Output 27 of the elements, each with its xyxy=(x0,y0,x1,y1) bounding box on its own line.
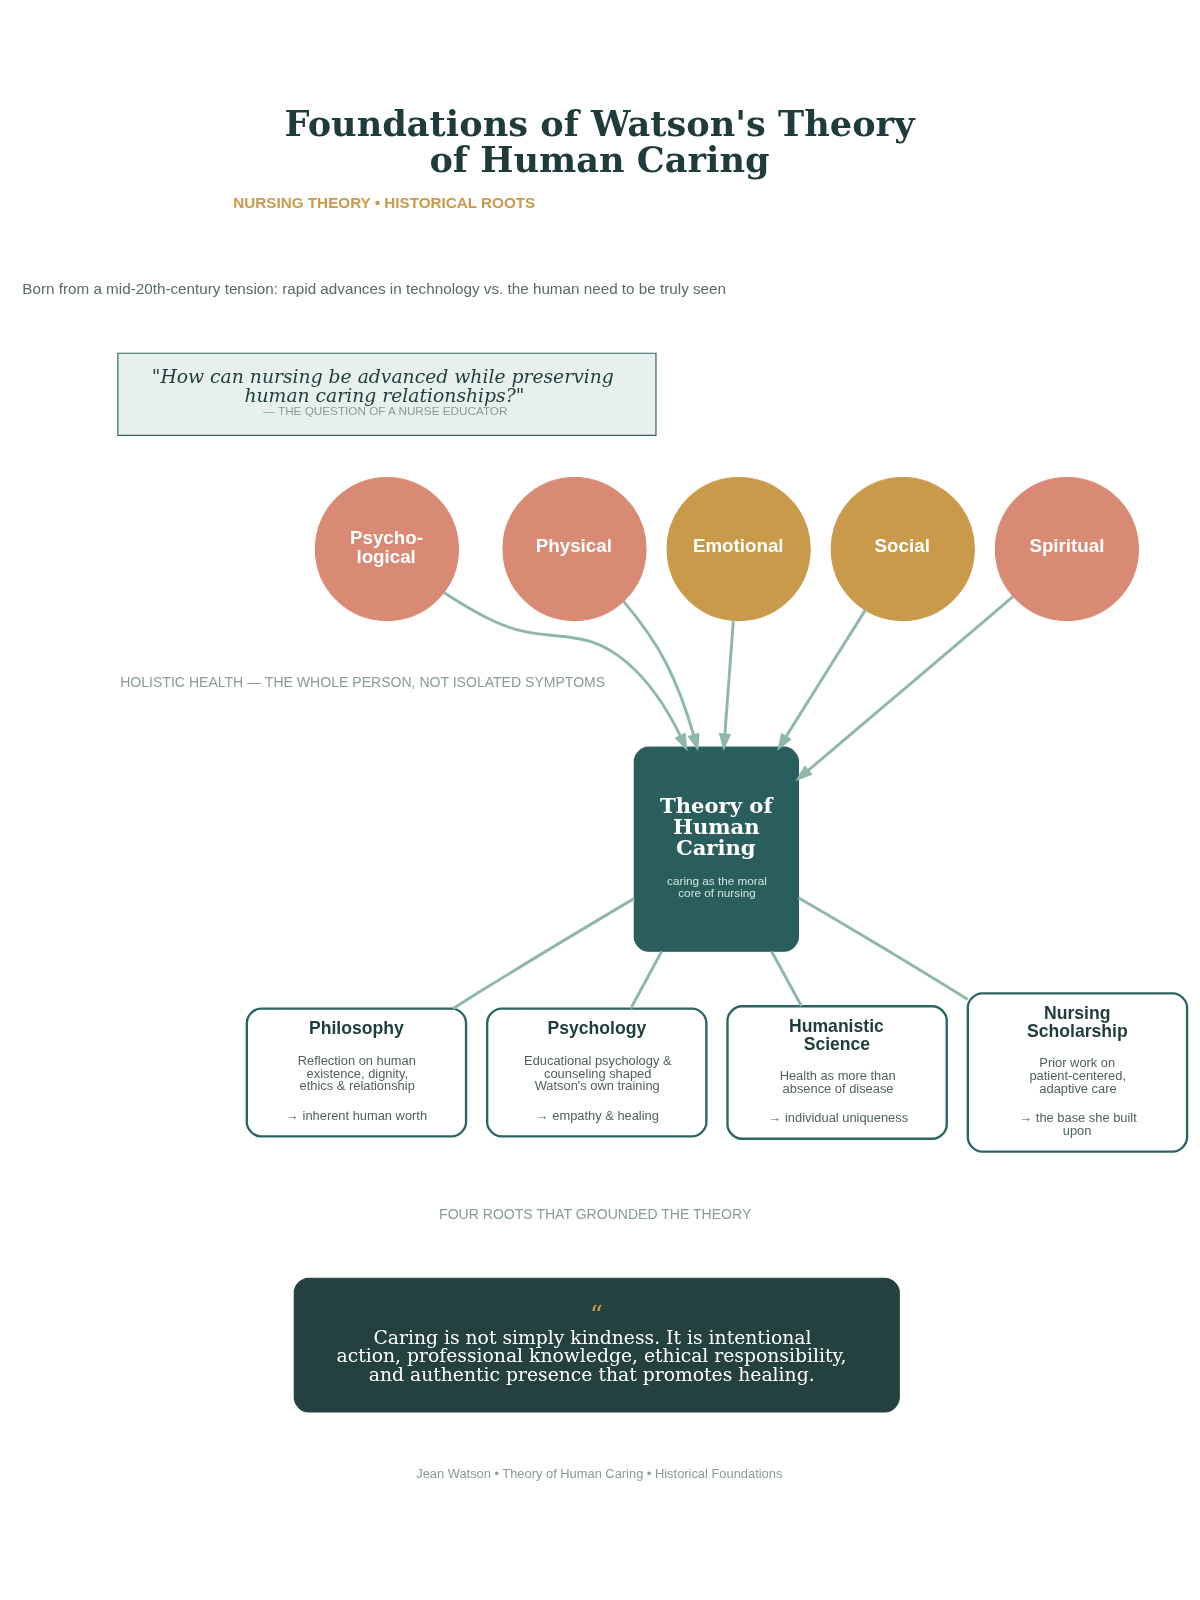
node-circle: Psycho- logical xyxy=(314,476,459,621)
connector xyxy=(452,896,635,1010)
node-circle: Physical xyxy=(502,476,647,621)
connector xyxy=(770,950,803,1007)
node-box: Theory of Human Caring caring as the moral core of nursing xyxy=(633,746,799,952)
diagram-title: Foundations of Watson's Theory of Human Caring xyxy=(284,102,915,180)
label: Jean Watson • Theory of Human Caring • Historical Foundations xyxy=(416,1465,783,1481)
node-circle: Spiritual xyxy=(994,476,1139,621)
node-circle: Emotional xyxy=(666,476,811,621)
label: Born from a mid-20th-century tension: rapid advances in technology vs. the human need to be truly seen xyxy=(22,279,727,297)
node-box: Philosophy Reflection on human existence, dignity, ethics & relationship → inherent human worth xyxy=(245,1006,468,1138)
label: NURSING THEORY • HISTORICAL ROOTS xyxy=(233,193,536,211)
label: HOLISTIC HEALTH — THE WHOLE PERSON, NOT ISOLATED SYMPTOMS xyxy=(120,673,606,690)
node-box: "How can nursing be advanced while preserving human caring relationships?" — THE QUESTION OF A NURSE EDUCATOR xyxy=(117,352,657,436)
node-box: Humanistic Science Health as more than absence of disease → individual uniqueness xyxy=(726,1004,948,1140)
arrow xyxy=(777,608,867,751)
arrow xyxy=(443,591,688,751)
connector xyxy=(629,950,663,1009)
arrow xyxy=(622,599,700,751)
node-box: Psychology Educational psychology & counseling shaped Watson's own training → empathy & healing xyxy=(486,1006,708,1138)
arrow xyxy=(718,619,735,751)
label: FOUR ROOTS THAT GROUNDED THE THEORY xyxy=(439,1205,752,1222)
connector xyxy=(797,896,969,1001)
node-box: Nursing Scholarship Prior work on patient-centered, adaptive care → the base she built upon xyxy=(966,991,1189,1153)
node-circle: Social xyxy=(830,476,975,621)
arrow xyxy=(795,594,1015,781)
node-box: “ Caring is not simply kindness. It is intentional action, professional knowledge, ethical responsibility, and authentic presence that promotes healing. xyxy=(293,1277,900,1412)
